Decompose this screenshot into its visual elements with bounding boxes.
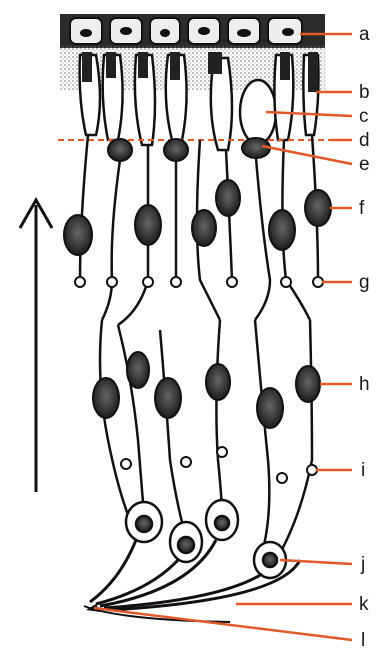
label-f: f [359,198,365,219]
label-d: d [359,130,370,151]
label-b: b [359,82,370,103]
label-g: g [359,272,370,293]
middle-cells [93,352,320,428]
label-a: a [359,24,370,45]
outer-nuclei-row [108,138,270,161]
label-k: k [359,594,369,615]
light-direction-arrow [20,200,52,492]
label-i: i [361,460,365,481]
label-j: j [360,554,365,575]
figure-labels: a b c d e f g h i j k l [359,24,370,651]
ganglion-cells [126,500,286,578]
label-e: e [359,154,370,175]
label-c: c [359,106,369,127]
label-h: h [359,374,370,395]
label-l: l [361,630,365,651]
nerve-fibres [80,135,318,560]
